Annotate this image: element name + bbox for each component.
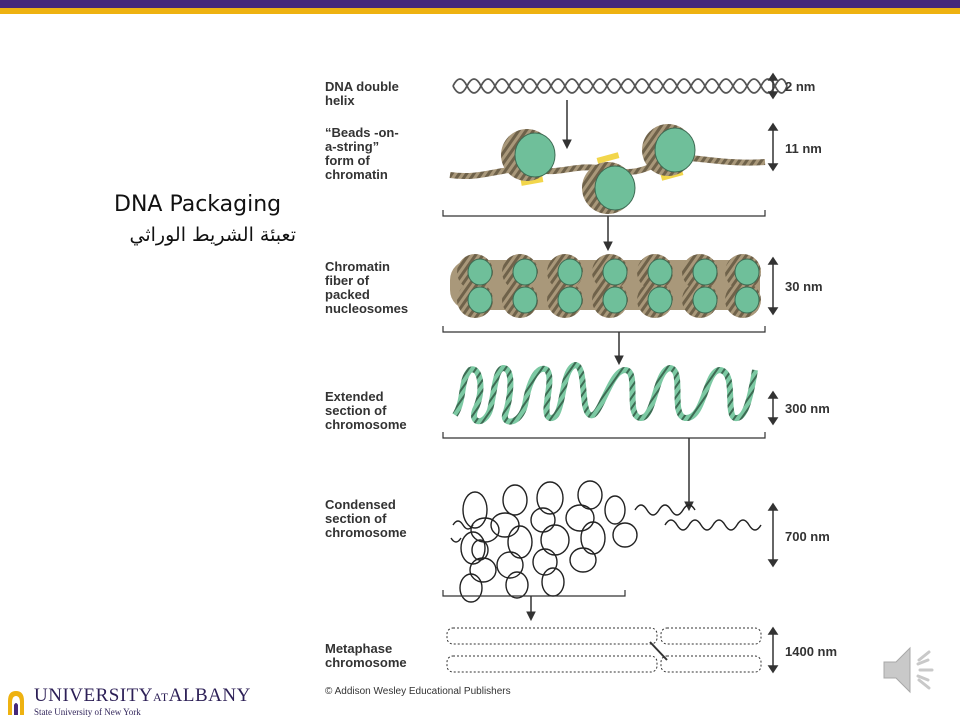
dna-packaging-figure: DNA double helix “Beads -on- a-string” f… [325, 70, 865, 710]
chromatin-fiber [450, 254, 761, 318]
beads-on-string [449, 124, 766, 214]
audio-speaker-button[interactable] [880, 640, 944, 700]
figure-graphics [442, 72, 788, 674]
slide-subtitle: تعبئة الشريط الوراثي [129, 224, 296, 246]
bracket-3 [442, 326, 766, 333]
bracket-4 [442, 432, 766, 439]
stage-label-beads: “Beads -on- a-string” form of chromatin [325, 125, 399, 182]
scale-bar-30nm [767, 256, 779, 316]
arrow-5 [526, 596, 536, 622]
arrow-2 [603, 216, 613, 252]
slide-title: DNA Packaging [114, 192, 282, 217]
logo-albany: ALBANY [168, 685, 251, 706]
logo-university: UNIVERSITY [34, 685, 153, 706]
scale-label-30nm: 30 nm [785, 279, 823, 294]
scale-label-1400nm: 1400 nm [785, 644, 838, 659]
metaphase-chromosome [446, 627, 762, 673]
stage-label-double-helix: DNA double helix [325, 79, 399, 108]
logo-wordmark: UNIVERSITYATALBANY [34, 686, 251, 707]
scale-label-700nm: 700 nm [785, 529, 830, 544]
arrow-3 [614, 332, 624, 366]
bracket-2 [442, 210, 766, 217]
scale-label-300nm: 300 nm [785, 401, 830, 416]
header-bar-gold [0, 8, 960, 14]
stage-label-extended: Extended section of chromosome [325, 389, 407, 432]
copyright-notice: © Addison Wesley Educational Publishers [325, 686, 511, 697]
scale-bar-11nm [767, 122, 779, 172]
scale-bar-1400nm [767, 626, 779, 674]
logo-subtitle: State University of New York [34, 707, 141, 717]
extended-chromosome [452, 361, 758, 425]
logo-at: AT [153, 690, 169, 704]
header-bar-purple [0, 0, 960, 8]
arrow-1 [562, 100, 572, 150]
double-helix [452, 78, 788, 94]
university-logo: UNIVERSITYATALBANY State University of N… [4, 686, 251, 717]
minerva-icon [8, 690, 24, 715]
speaker-icon[interactable] [880, 640, 944, 700]
stage-label-fiber: Chromatin fiber of packed nucleosomes [325, 259, 409, 316]
condensed-chromosome [450, 480, 762, 603]
scale-label-11nm: 11 nm [785, 141, 822, 156]
scale-bar-300nm [767, 390, 779, 426]
stage-label-condensed: Condensed section of chromosome [325, 497, 407, 540]
scale-bar-700nm [767, 502, 779, 568]
arrow-4 [684, 438, 694, 512]
scale-label-2nm: 2 nm [785, 79, 816, 94]
bracket-5 [442, 590, 626, 597]
scale-bar-2nm [767, 72, 779, 100]
stage-label-metaphase: Metaphase chromosome [325, 641, 407, 670]
